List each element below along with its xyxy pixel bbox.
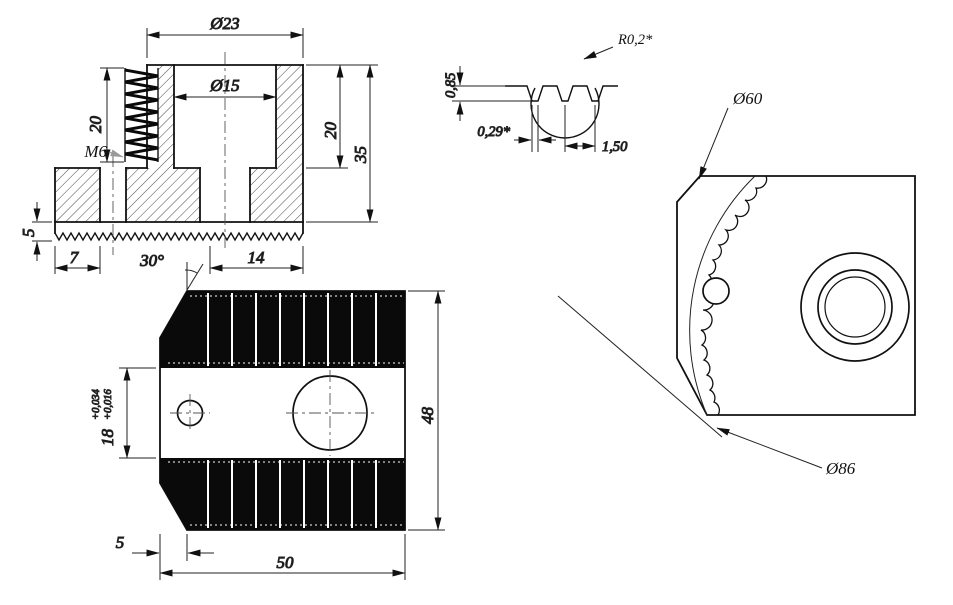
dim-arc-dia-outer-label: Ø86: [825, 459, 856, 478]
dim-tip-flat-label: 0,29*: [477, 124, 510, 140]
tangent-construction-line: [557, 295, 723, 438]
dim-bore-edge-offset-label: 14: [248, 248, 266, 267]
dim-chamfer-leg-label: 5: [116, 533, 125, 552]
dim-bore-dia: Ø15: [173, 76, 277, 101]
side-pilot-hole: [702, 277, 730, 305]
dim-arc-dia-inner: Ø60: [698, 89, 763, 180]
dim-plan-height-label: 48: [418, 407, 437, 425]
leader-line: [716, 427, 823, 469]
section-view: Ø23 Ø15 20 M6 20: [19, 14, 378, 274]
leader-line: [698, 107, 729, 180]
bore-chamfer-circle: [824, 276, 886, 338]
hatch-flange-right: [250, 168, 303, 222]
side-view: Ø60 Ø86: [557, 89, 916, 478]
hatch-flange-left: [55, 168, 100, 222]
dim-plan-width-label: 50: [277, 553, 295, 572]
slot-tol-upper-label: +0,034: [91, 389, 102, 420]
dim-chamfer-angle-label: 30°: [139, 251, 164, 270]
dim-bore-edge-offset: 14: [209, 246, 304, 274]
arc-reference: [689, 175, 756, 416]
tooth-detail-view: 0,85 R0,2* 0,29* 1,50: [443, 32, 653, 156]
dim-thread-depth: 20: [86, 67, 124, 163]
tip-radius-callout: R0,2*: [583, 32, 653, 60]
thread-coil: [124, 68, 159, 162]
hatch-right-wall: [276, 65, 303, 168]
dim-body-height-label: 35: [351, 146, 370, 164]
dim-tip-flat: 0,29*: [477, 105, 556, 152]
dim-counterbore-dia-label: Ø23: [209, 14, 239, 33]
dim-chamfer-angle: 30°: [139, 251, 204, 291]
section-outline: [54, 64, 304, 234]
dim-arc-dia-outer: Ø86: [716, 427, 856, 478]
dim-tooth-height: 0,85: [443, 66, 531, 121]
dim-thread-edge-offset-label: 7: [70, 248, 80, 267]
dim-thread-depth-label: 20: [86, 116, 105, 134]
dim-pitch: 1,50: [564, 105, 629, 156]
plan-centerlines: [170, 370, 374, 456]
dim-plan-width: 50: [159, 534, 406, 580]
plan-view: 30° 48 18 +0,034 +0,016 5: [91, 251, 445, 580]
serration-band-top: [160, 291, 405, 368]
hatch-left-wall: [158, 65, 174, 168]
leader-line: [583, 46, 614, 60]
hatch-flange-mid: [126, 168, 200, 222]
chamfer-extension-line: [186, 263, 204, 291]
thread-callout: M6: [83, 142, 124, 161]
dim-bore-dia-label: Ø15: [209, 76, 239, 95]
slot-tol-lower-label: +0,016: [103, 389, 114, 420]
dim-base-thickness: 5: [19, 202, 52, 261]
base-serration-teeth: [54, 231, 304, 242]
dim-body-height: 35: [306, 64, 378, 223]
dim-counterbore-depth-label: 20: [321, 122, 340, 140]
dim-slot-width-label: 18: [98, 429, 117, 447]
dim-plan-height: 48: [408, 290, 445, 531]
dim-thread-edge-offset: 7: [54, 246, 101, 274]
leader-line: [108, 149, 124, 158]
dim-arc-dia-inner-label: Ø60: [732, 89, 763, 108]
dim-slot-width: 18 +0,034 +0,016: [91, 367, 156, 459]
dim-base-thickness-label: 5: [19, 229, 38, 238]
angle-arc: [184, 269, 198, 274]
thread-label: M6: [83, 142, 107, 161]
dim-counterbore-dia: Ø23: [146, 14, 304, 58]
serration-band-bottom: [160, 458, 405, 530]
serration-groove-lines: [168, 293, 404, 528]
dim-counterbore-depth: 20: [306, 64, 378, 169]
section-hatching: [55, 65, 303, 222]
thread-spring-symbol: [124, 68, 159, 162]
tooth-profile: [505, 85, 618, 102]
dim-tooth-height-label: 0,85: [443, 73, 459, 98]
tip-radius-label: R0,2*: [617, 32, 653, 48]
dim-pitch-label: 1,50: [602, 139, 628, 155]
